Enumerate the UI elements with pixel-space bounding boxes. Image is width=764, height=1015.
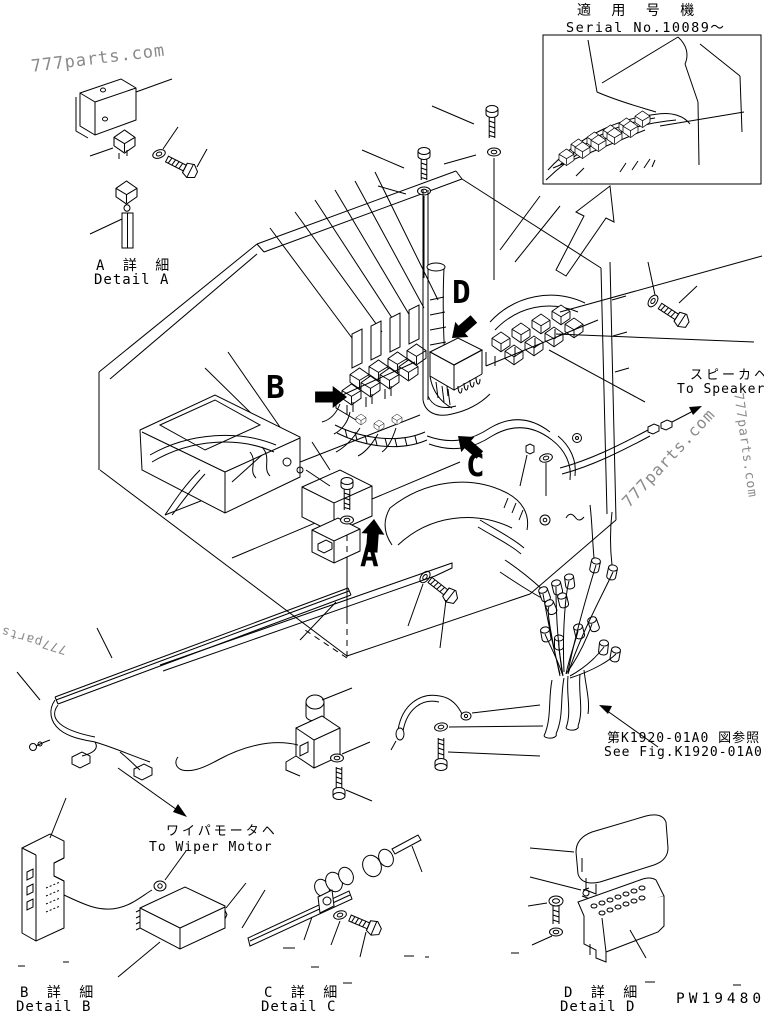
- fuse-box-and-duct: [422, 190, 491, 416]
- left-console: [139, 394, 304, 516]
- floor-console-boxes: [301, 441, 373, 620]
- to-speaker-label-en: To Speaker: [677, 382, 764, 397]
- main-harness: [334, 419, 585, 649]
- drawing-number: PW19480: [676, 991, 764, 1007]
- serial-range-inset: [542, 34, 762, 185]
- to-wiper-motor-label-en: To Wiper Motor: [149, 840, 273, 855]
- callout-b: B: [266, 370, 285, 406]
- ground-wire-assembly: [390, 694, 544, 771]
- serial-range-title: 適 用 号 機: [577, 3, 701, 19]
- callout-d: D: [452, 275, 471, 311]
- to-speaker-label-jp: スピーカヘ: [690, 368, 764, 383]
- relay-bank-center: [321, 304, 427, 457]
- arrow-b-icon: [314, 385, 348, 409]
- right-side-fasteners: [611, 261, 698, 373]
- detail-d-label-jp: D 詳 細: [564, 985, 643, 1001]
- leader-stubs: [18, 947, 741, 986]
- detail-c-label-jp: C 詳 細: [264, 985, 343, 1001]
- wiper-harness: [16, 562, 453, 817]
- detail-b-label-jp: B 詳 細: [20, 985, 99, 1001]
- callout-a: A: [360, 538, 379, 574]
- detail-b-drawing: [21, 797, 247, 978]
- detail-d-label-en: Detail D: [560, 999, 636, 1015]
- serial-number: Serial No.10089～: [566, 20, 726, 36]
- detail-d-drawing: [527, 814, 669, 963]
- mounting-bolts-top: [361, 105, 501, 280]
- see-fig-label-en: See Fig.K1920-01A0: [604, 745, 763, 760]
- wire-bundle: [477, 504, 659, 748]
- detail-c-label-en: Detail C: [261, 999, 337, 1015]
- speaker-wire: [559, 406, 702, 475]
- detail-a-label-en: Detail A: [94, 272, 170, 288]
- callout-c: C: [466, 448, 485, 484]
- detail-a-label-jp: A 詳 細: [96, 258, 175, 274]
- to-wiper-motor-label-jp: ワイパモータヘ: [166, 824, 278, 839]
- detail-c-drawing: [241, 834, 423, 958]
- relay-bank-right: [485, 255, 763, 403]
- detail-b-label-en: Detail B: [16, 999, 92, 1015]
- detail-a-drawing: [75, 78, 208, 249]
- wiper-motor-assembly: [175, 687, 373, 802]
- see-fig-label-jp: 第K1920-01A0 図参照: [607, 731, 761, 746]
